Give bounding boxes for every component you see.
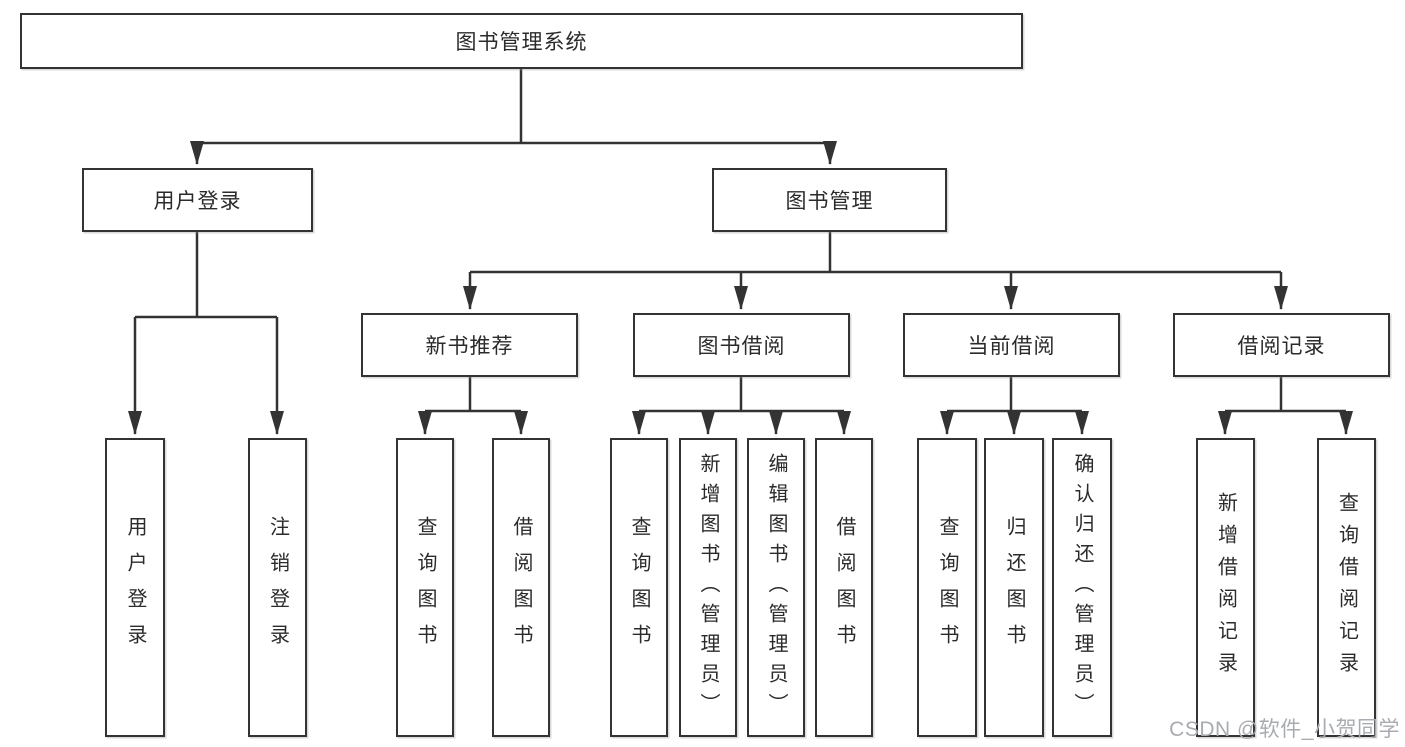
node-leaf-borrow-borrow-books-label: 借阅图书 — [833, 515, 855, 660]
node-leaf-add-books-admin: 新增图书（管理员） — [679, 438, 737, 737]
node-leaf-edit-books-admin-label: 编辑图书（管理员） — [765, 452, 787, 723]
node-leaf-add-borrow-record-label: 新增借阅记录 — [1214, 491, 1237, 684]
node-leaf-query-borrow-record: 查询借阅记录 — [1317, 438, 1376, 737]
node-root-label: 图书管理系统 — [455, 31, 588, 54]
node-leaf-newbook-query-books-label: 查询图书 — [414, 515, 436, 660]
node-leaf-return-books: 归还图书 — [984, 438, 1044, 737]
node-leaf-add-books-admin-label: 新增图书（管理员） — [697, 452, 719, 723]
node-leaf-query-borrow-record-label: 查询借阅记录 — [1335, 491, 1358, 684]
node-leaf-borrow-borrow-books: 借阅图书 — [815, 438, 873, 737]
node-leaf-edit-books-admin: 编辑图书（管理员） — [747, 438, 805, 737]
node-user-login-label: 用户登录 — [153, 190, 242, 213]
node-leaf-current-query-books: 查询图书 — [917, 438, 977, 737]
node-leaf-logout-label: 注销登录 — [266, 515, 289, 660]
node-leaf-add-borrow-record: 新增借阅记录 — [1196, 438, 1255, 737]
node-leaf-confirm-return-admin: 确认归还（管理员） — [1052, 438, 1112, 737]
node-book-management: 图书管理 — [712, 168, 947, 232]
node-leaf-user-login-label: 用户登录 — [124, 515, 146, 660]
node-leaf-newbook-borrow-books: 借阅图书 — [492, 438, 550, 737]
node-leaf-confirm-return-admin-label: 确认归还（管理员） — [1071, 452, 1093, 723]
node-current-borrow-label: 当前借阅 — [967, 335, 1056, 358]
node-user-login: 用户登录 — [82, 168, 313, 232]
node-root: 图书管理系统 — [20, 13, 1023, 69]
node-leaf-current-query-books-label: 查询图书 — [936, 515, 958, 660]
node-leaf-newbook-query-books: 查询图书 — [396, 438, 454, 737]
node-borrow-records: 借阅记录 — [1173, 313, 1390, 377]
node-new-book-recommend-label: 新书推荐 — [425, 335, 514, 358]
node-leaf-borrow-query-books: 查询图书 — [610, 438, 668, 737]
node-leaf-return-books-label: 归还图书 — [1003, 515, 1025, 660]
node-leaf-newbook-borrow-books-label: 借阅图书 — [510, 515, 532, 660]
node-book-borrow: 图书借阅 — [633, 313, 850, 377]
node-leaf-user-login: 用户登录 — [105, 438, 165, 737]
csdn-watermark: CSDN @软件_小贺同学 — [1169, 718, 1400, 741]
node-new-book-recommend: 新书推荐 — [361, 313, 578, 377]
node-current-borrow: 当前借阅 — [903, 313, 1120, 377]
node-leaf-borrow-query-books-label: 查询图书 — [628, 515, 650, 660]
node-leaf-logout: 注销登录 — [248, 438, 307, 737]
node-book-borrow-label: 图书借阅 — [697, 335, 786, 358]
node-book-management-label: 图书管理 — [785, 190, 874, 213]
node-borrow-records-label: 借阅记录 — [1237, 335, 1326, 358]
